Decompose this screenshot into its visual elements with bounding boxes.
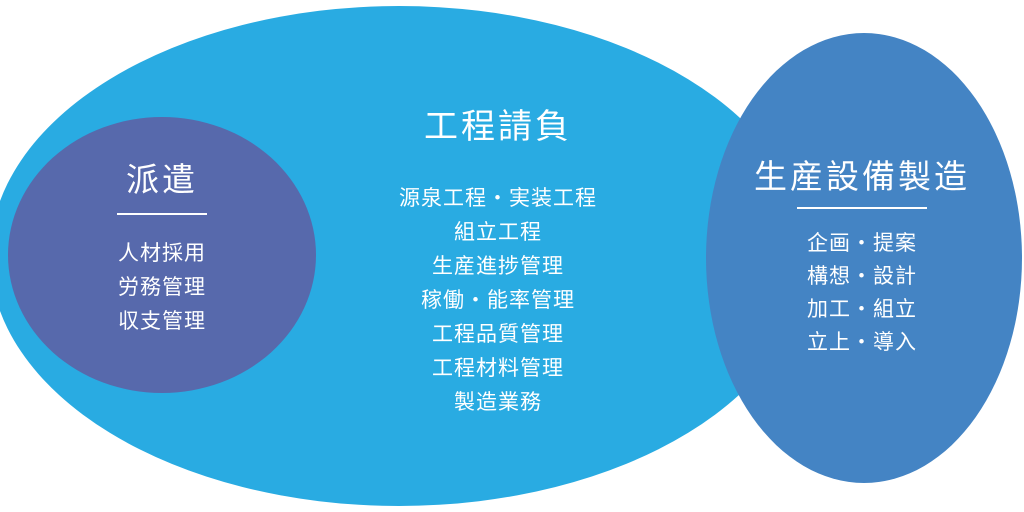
list-item: 組立工程 xyxy=(454,221,542,244)
list-item: 労務管理 xyxy=(118,276,206,299)
equipment-manufacturing-ellipse xyxy=(706,33,1022,483)
list-item: 加工・組立 xyxy=(807,298,917,321)
list-item: 工程材料管理 xyxy=(432,357,564,380)
list-item: 稼働・能率管理 xyxy=(421,289,575,312)
equipment-manufacturing-section: 生産設備製造 企画・提案 構想・設計 加工・組立 立上・導入 xyxy=(736,160,988,359)
process-contract-section: 工程請負 源泉工程・実装工程 組立工程 生産進捗管理 稼働・能率管理 工程品質管… xyxy=(322,110,674,420)
equipment-manufacturing-title-divider xyxy=(797,207,927,209)
equipment-manufacturing-item-list: 企画・提案 構想・設計 加工・組立 立上・導入 xyxy=(736,227,988,359)
list-item: 立上・導入 xyxy=(807,331,917,354)
process-contract-item-list: 源泉工程・実装工程 組立工程 生産進捗管理 稼働・能率管理 工程品質管理 工程材… xyxy=(322,182,674,420)
list-item: 生産進捗管理 xyxy=(432,255,564,278)
process-contract-title: 工程請負 xyxy=(424,108,572,146)
list-item: 企画・提案 xyxy=(807,232,917,255)
dispatch-title-divider xyxy=(117,213,207,215)
dispatch-item-list: 人材採用 労務管理 収支管理 xyxy=(36,237,288,339)
list-item: 製造業務 xyxy=(454,391,542,414)
list-item: 工程品質管理 xyxy=(432,323,564,346)
list-item: 収支管理 xyxy=(118,310,206,333)
dispatch-ellipse xyxy=(8,117,316,393)
list-item: 源泉工程・実装工程 xyxy=(399,187,597,210)
list-item: 人材採用 xyxy=(118,242,206,265)
list-item: 構想・設計 xyxy=(807,265,917,288)
dispatch-title: 派遣 xyxy=(126,161,198,198)
equipment-manufacturing-title: 生産設備製造 xyxy=(754,158,970,195)
dispatch-section: 派遣 人材採用 労務管理 収支管理 xyxy=(36,163,288,339)
